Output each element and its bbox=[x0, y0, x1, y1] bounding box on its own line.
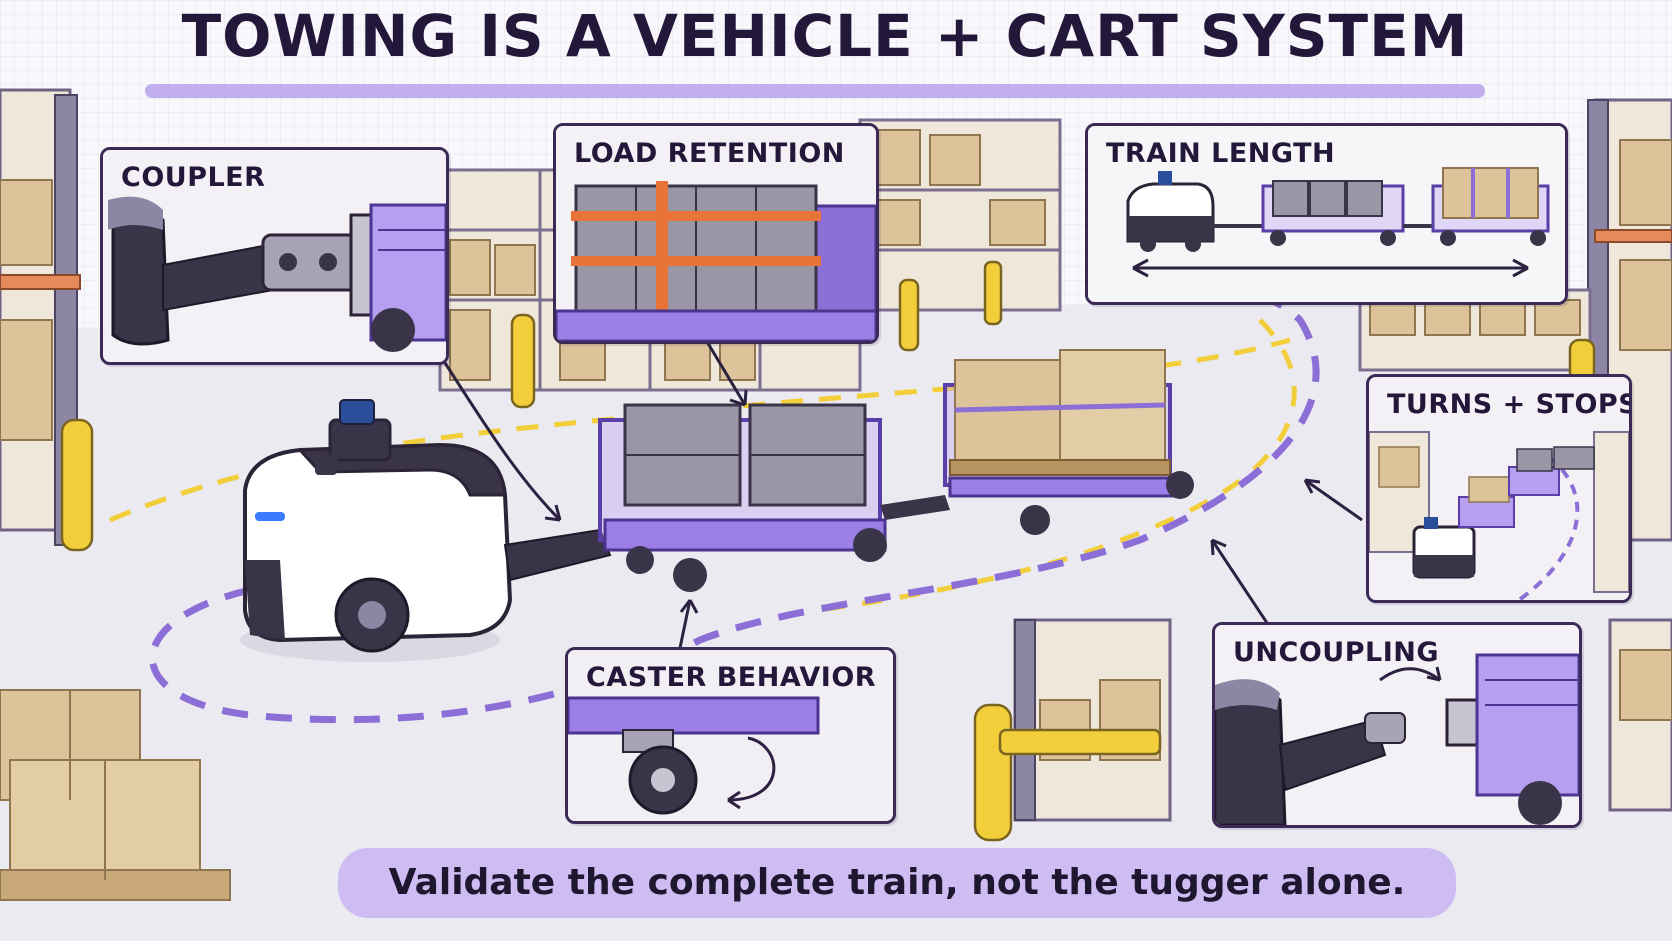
tugger-robot bbox=[240, 399, 612, 662]
floor-guide-yellow-2 bbox=[819, 318, 1297, 613]
caster-behavior-illustration bbox=[568, 650, 893, 821]
page-title: TOWING IS A VEHICLE + CART SYSTEM bbox=[181, 2, 1469, 70]
panel-train-length: TRAIN LENGTH bbox=[1085, 123, 1568, 305]
panel-coupler: COUPLER bbox=[100, 147, 449, 365]
cart-one bbox=[598, 403, 950, 592]
title-underline bbox=[145, 84, 1485, 98]
uncoupling-illustration bbox=[1215, 625, 1579, 825]
load-retention-illustration bbox=[556, 126, 876, 341]
bottom-middle-rack bbox=[1013, 618, 1172, 822]
footer-takeaway: Validate the complete train, not the tug… bbox=[388, 862, 1406, 903]
turns-stops-illustration bbox=[1369, 377, 1629, 600]
panel-label-caster-behavior: CASTER BEHAVIOR bbox=[586, 662, 877, 693]
coupler-illustration bbox=[103, 150, 446, 362]
caster-rotation-arrow bbox=[727, 736, 776, 802]
left-tall-rack bbox=[0, 88, 81, 546]
arrow-turns bbox=[1304, 478, 1363, 522]
bottom-right-rack bbox=[1608, 618, 1672, 812]
cart-two bbox=[943, 349, 1194, 535]
uncoupling-arrow bbox=[1379, 667, 1441, 682]
panel-turns-stops: TURNS + STOPS bbox=[1366, 374, 1632, 603]
arrow-uncoupling bbox=[1210, 539, 1277, 636]
panel-label-uncoupling: UNCOUPLING bbox=[1233, 637, 1440, 668]
bottom-left-boxes bbox=[0, 689, 231, 901]
train-length-illustration bbox=[1088, 126, 1565, 302]
travel-path-purple bbox=[149, 294, 1320, 724]
panel-caster-behavior: CASTER BEHAVIOR bbox=[565, 647, 896, 824]
panel-load-retention: LOAD RETENTION bbox=[553, 123, 879, 344]
panel-label-turns-stops: TURNS + STOPS bbox=[1387, 389, 1632, 420]
panel-label-train-length: TRAIN LENGTH bbox=[1106, 138, 1336, 169]
panel-uncoupling: UNCOUPLING bbox=[1212, 622, 1582, 828]
panel-label-load-retention: LOAD RETENTION bbox=[574, 138, 845, 169]
footer-highlight bbox=[338, 848, 1456, 918]
panel-label-coupler: COUPLER bbox=[121, 162, 266, 193]
arrow-caster bbox=[678, 599, 692, 649]
